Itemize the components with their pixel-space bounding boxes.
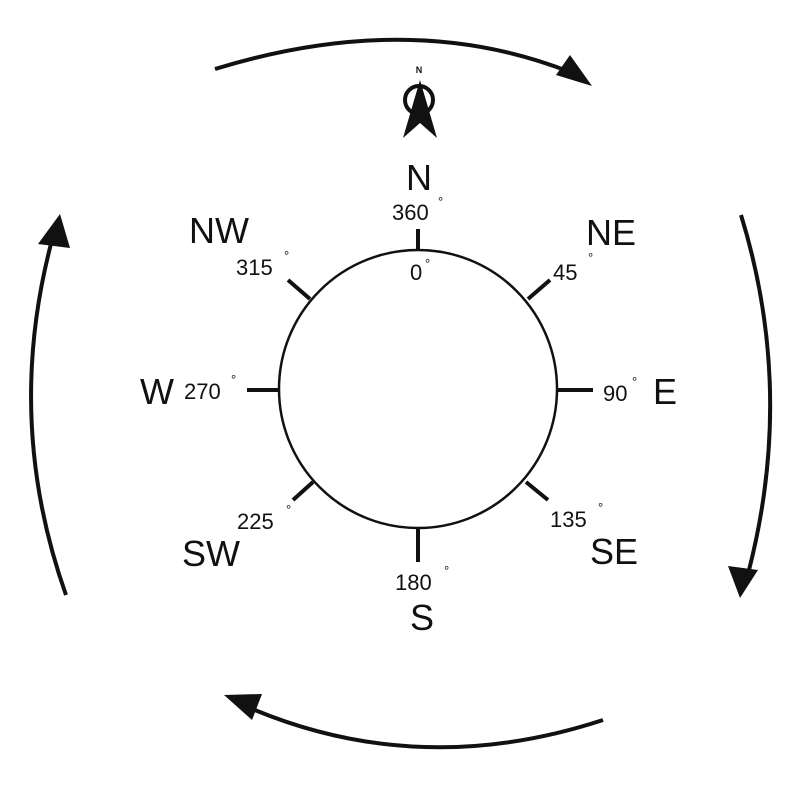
rotation-arrow-left [29,239,68,596]
degree-180: 180 [395,570,432,595]
degree-90: 90 [603,381,627,406]
degree-symbol-90: ° [632,374,637,389]
degree-360: 360 [392,200,429,225]
degree-135: 135 [550,507,587,532]
degree-270: 270 [184,379,221,404]
tick-ne [526,278,552,301]
rotation-arrow-right [739,214,773,571]
compass-circle [277,248,559,530]
north-arrow-label: N [416,65,423,75]
degree-symbol-315: ° [284,248,289,263]
degree-315: 315 [236,255,273,280]
direction-s: S [410,597,434,638]
direction-ne: NE [586,212,636,253]
degree-symbol-180: ° [444,563,449,578]
degree-symbol-360: ° [438,194,443,209]
direction-nw: NW [189,210,249,251]
tick-sw [291,480,315,502]
rotation-arrow-top [214,37,571,74]
rotation-arrowhead-left [38,214,70,248]
tick-nw [286,278,312,301]
rotation-arrow-bottom [249,706,604,750]
direction-sw: SW [182,533,240,574]
degree-45: 45 [553,260,577,285]
direction-n: N [406,157,432,198]
degree-symbol-270: ° [231,372,236,387]
degree-0: 0 [410,260,422,285]
degree-symbol-0: ° [425,256,430,271]
rotation-arrowhead-right [728,566,758,598]
degree-225: 225 [237,509,274,534]
degree-symbol-135: ° [598,500,603,515]
north-arrow-icon: N [403,65,437,138]
rotation-arrowhead-top [556,55,592,86]
degree-symbol-45: ° [588,250,593,265]
direction-w: W [140,371,174,412]
tick-se [524,480,550,502]
direction-e: E [653,371,677,412]
direction-se: SE [590,531,638,572]
degree-symbol-225: ° [286,502,291,517]
rotation-arrowhead-bottom [224,694,262,720]
